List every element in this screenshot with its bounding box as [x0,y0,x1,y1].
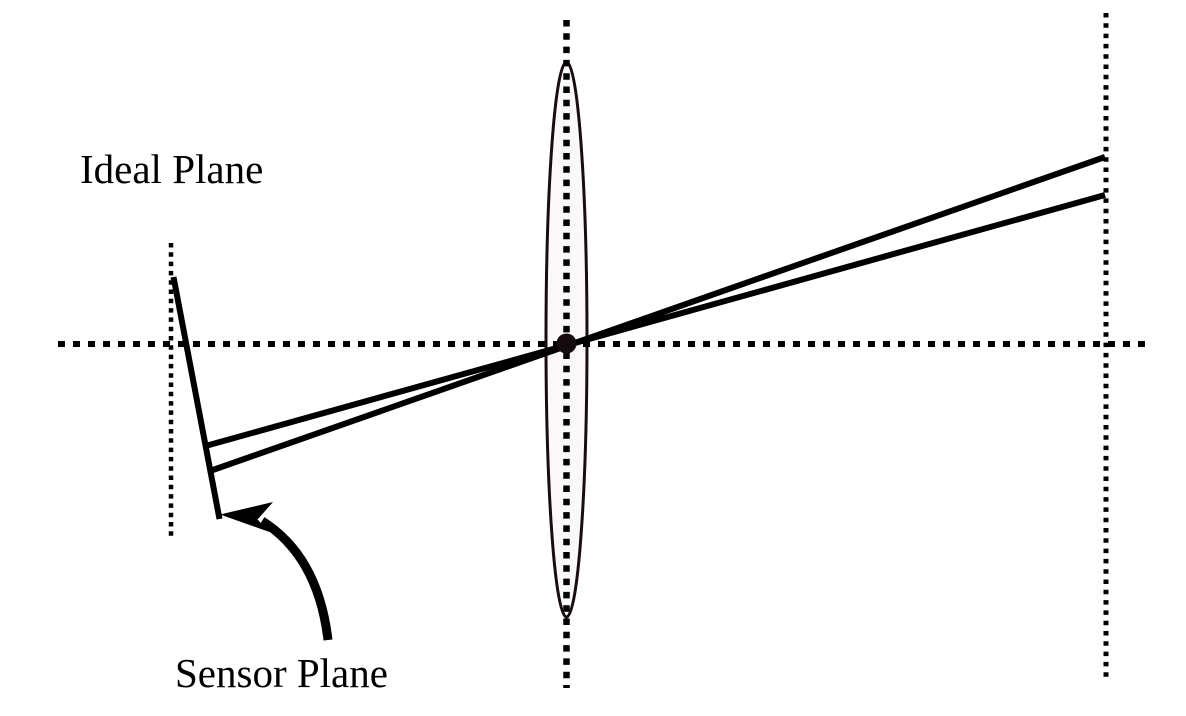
ideal-plane-label: Ideal Plane [80,146,263,192]
curved-arrow-shaft [259,517,333,641]
curved-arrow-head-icon [220,502,273,532]
sensor-plane-label: Sensor Plane [175,650,388,696]
lens-center-dot [556,333,577,354]
sensor-plane-line [170,276,223,520]
ray-lower [204,192,1106,449]
ray-upper [209,154,1106,474]
